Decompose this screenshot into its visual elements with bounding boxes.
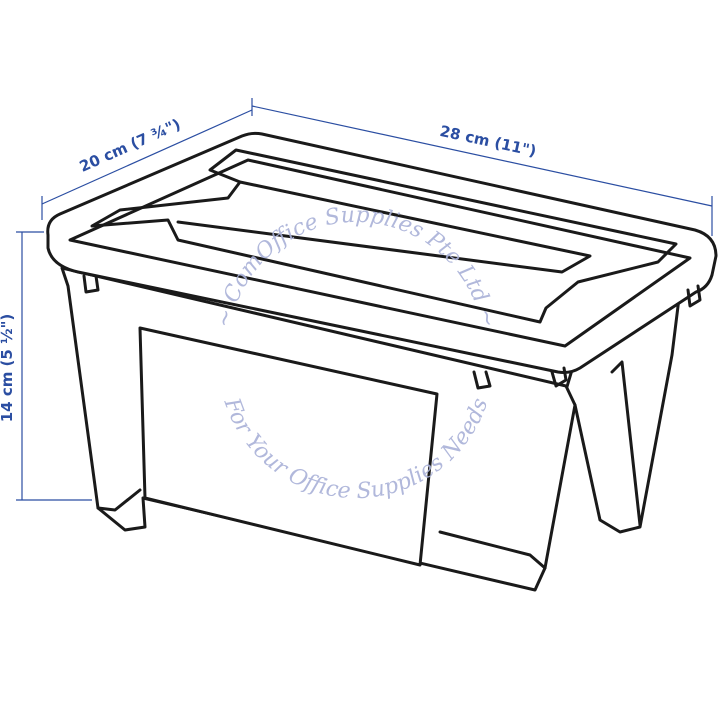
- box-lid-clip-side: [686, 284, 702, 308]
- width-dimension-label: 28 cm (11"): [438, 122, 538, 160]
- width-dimension-line: [251, 105, 713, 207]
- box-front-recess: [138, 326, 439, 567]
- box-side-rib: [610, 360, 642, 527]
- depth-dimension-line: [41, 109, 253, 205]
- box-lid-clip-left: [82, 274, 100, 294]
- box-lid-rim: [46, 131, 718, 374]
- box-lid-clip-far: [550, 366, 568, 388]
- box-lid-handle-recess: [90, 148, 678, 324]
- box-leg-right: [438, 530, 547, 570]
- height-dimension-label: 14 cm (5 ½"): [0, 314, 16, 423]
- storage-box-outline: [46, 131, 718, 592]
- box-lid-handle-inner: [176, 180, 592, 274]
- dimension-lines: [16, 98, 713, 501]
- box-lid-rim-inner: [68, 158, 692, 348]
- box-lid-clip-right: [472, 370, 492, 390]
- box-leg-left: [96, 488, 142, 512]
